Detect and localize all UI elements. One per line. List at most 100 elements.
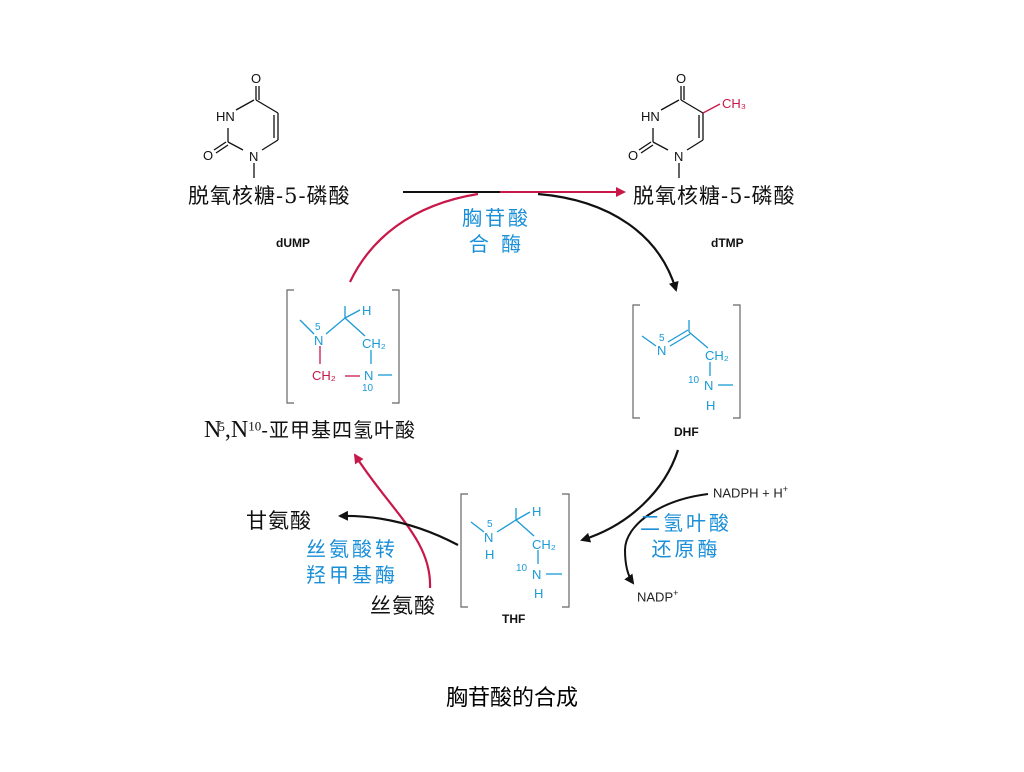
enzyme-dhfr-line-2: 还原酶 [651,537,721,561]
dhf-bracket-right [733,304,741,419]
methylene-bracket-right [392,289,400,404]
nadp-sup: + [673,588,679,598]
thf-abbr: THF [502,612,526,626]
methylene-ch2-bridge: CH₂ [312,368,336,383]
methylene-bridge-bonds [319,346,360,377]
arrow-nadph-to-nadp [623,493,709,585]
thf-n5: N [484,530,493,545]
dtmp-sugar-label: 脱氧核糖-5-磷酸 [633,184,796,208]
glycine-label: 甘氨酸 [246,509,312,533]
methylene-label-sup5: 5 [218,418,225,434]
dtmp-methyl-label: CH₃ [722,96,746,111]
enzyme-thymidylate-line-2: 合 酶 [468,232,525,256]
thf-n10-sup: 10 [516,563,528,574]
dhf-double-b [669,333,691,347]
methylene-ch2-top: CH₂ [362,336,386,351]
thf-h10: H [534,586,543,601]
methylene-h-top: H [362,303,371,318]
dhf-h: H [706,398,715,413]
dhf-double-a [667,329,689,343]
methylene-label-n: N [204,417,222,443]
methylene-bond-2 [325,317,346,335]
thf-n10: N [532,567,541,582]
dtmp-co2-bond-a [638,141,652,151]
dhf-abbr: DHF [674,425,699,439]
methylene-n10: N [364,368,373,383]
methylene-n10-sup: 10 [362,383,374,394]
thf-bonds [470,508,562,575]
methylene-n5: N [314,333,323,348]
dump-atom-hn: HN [216,109,235,124]
dump-abbr: dUMP [276,236,310,250]
figure-caption: 胸苷酸的合成 [445,686,578,711]
arrow-methylene-thf-in [349,192,479,283]
thf-h5: H [485,547,494,562]
enzyme-thymidylate-line-1: 胸苷酸 [462,206,531,230]
nadph-text: NADPH + H [713,485,783,501]
nadph-sup: + [782,484,788,494]
methylene-thf-label: N5,N10-亚甲基四氢叶酸 [204,414,416,444]
dump-atom-o-left: O [203,148,213,163]
methylene-bond-3 [344,309,361,319]
enzyme-shmt: 丝氨酸转 羟甲基酶 [306,536,398,588]
methylene-bond-1 [299,319,315,335]
thf-bond-2 [496,519,517,533]
dtmp-atom-hn: HN [641,109,660,124]
dump-sugar-label: 脱氧核糖-5-磷酸 [188,184,351,208]
dump-ring-bond-1 [255,99,279,114]
dump-co2-bond-a [213,141,227,151]
enzyme-dhfr: 二氢叶酸 还原酶 [640,510,732,562]
dump-ring-bond-6 [235,99,255,111]
thf-h-top: H [532,504,541,519]
dhf-n5: N [657,343,666,358]
methylene-label-n2: N [230,417,249,443]
methylene-label-sup10: 10 [248,418,262,434]
nadph-in-label: NADPH + H+ [713,484,788,500]
serine-label: 丝氨酸 [370,594,436,618]
dump-atom-o-top: O [251,71,261,86]
dump-ring-bond-3 [261,139,279,151]
nadp-out-label: NADP+ [637,588,678,604]
dhf-n10: N [704,378,713,393]
methylene-bond-5 [344,317,366,337]
dump-structure [213,86,279,178]
dtmp-abbr: dTMP [711,236,744,250]
dtmp-ring-bond-3 [686,139,704,151]
dhf-n5-sup: 5 [659,333,665,344]
nadp-text: NADP [637,589,674,605]
methylene-n5-sup: 5 [315,322,321,333]
thf-bond-3 [515,511,531,521]
thf-bond-1 [470,521,485,533]
methylene-label-comma: , [224,417,231,443]
dtmp-structure [638,86,704,178]
thf-bracket-left [460,493,468,608]
arrow-dhf-to-thf [580,449,680,543]
dump-co2-bond-b [215,144,229,154]
arrow-to-dhf [537,192,679,292]
dtmp-ring-bond-6 [660,99,680,111]
dhf-n10-sup: 10 [688,375,700,386]
dtmp-atom-n: N [674,149,683,164]
dhf-bonds [641,320,733,386]
enzyme-shmt-line-1: 丝氨酸转 [306,537,398,561]
thf-brackets [460,493,570,608]
enzyme-dhfr-line-1: 二氢叶酸 [640,511,732,535]
thf-ch2: CH₂ [532,537,556,552]
methylene-bracket-left [286,289,294,404]
dump-atom-n: N [249,149,258,164]
dhf-bracket-left [632,304,640,419]
dtmp-atom-o-top: O [676,71,686,86]
enzyme-shmt-line-2: 羟甲基酶 [306,563,398,587]
dtmp-ring-bond-1 [680,99,704,114]
dump-ring-bond-4 [227,141,244,151]
methylene-thf-brackets [286,289,400,404]
dhf-bond-1 [641,335,657,347]
methylene-thf-bonds [299,306,392,376]
thf-bracket-right [562,493,570,608]
arrow-to-glycine [338,510,459,546]
dtmp-atom-o-left: O [628,148,638,163]
thf-n5-sup: 5 [487,519,493,530]
dtmp-ring-bond-4 [652,141,669,151]
